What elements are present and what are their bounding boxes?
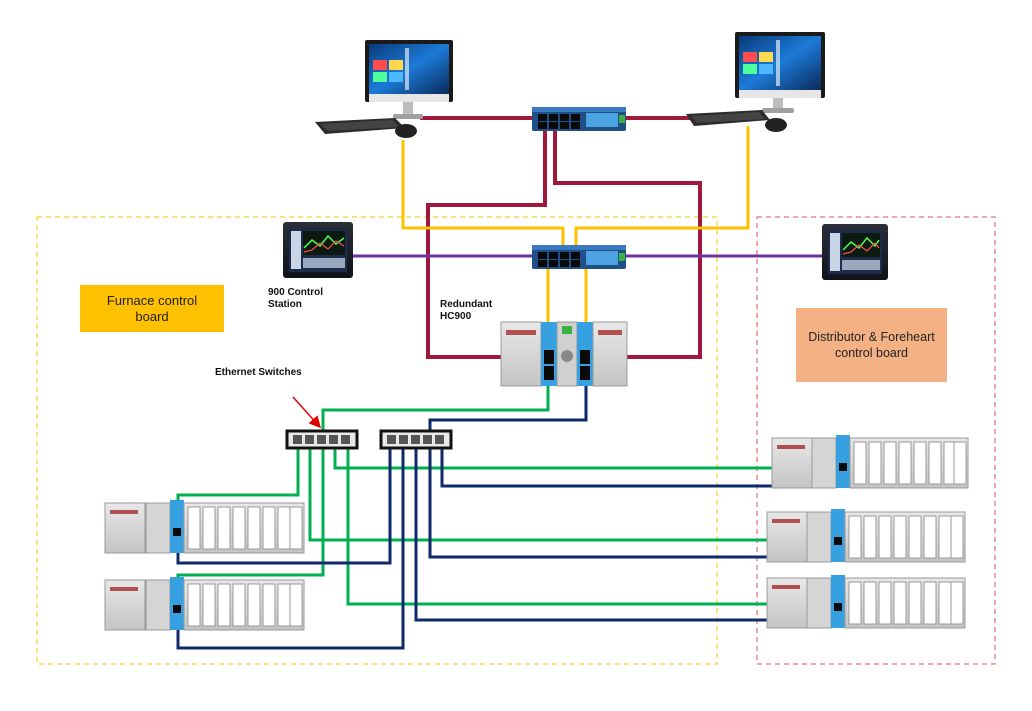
io-rack-icon	[104, 577, 305, 631]
arrow-icon	[292, 396, 322, 429]
station-label-line2: Station	[268, 299, 302, 310]
monitor-icon	[735, 32, 825, 113]
keyboard-icon	[315, 118, 405, 134]
cables-yellow	[401, 126, 750, 325]
keyboard-icon	[686, 110, 770, 126]
workstation-left	[315, 40, 453, 138]
mouse-icon	[765, 118, 787, 132]
ethernet-switch-icon	[532, 107, 626, 131]
cables-green	[176, 380, 835, 606]
distributor-label-line1: Distributor & Foreheart	[808, 330, 935, 344]
touch-panel-icon	[822, 224, 888, 280]
io-rack-icon	[766, 575, 966, 629]
furnace-control-board-label: Furnace control board	[80, 285, 224, 332]
ethernet-switches-label: Ethernet Switches	[215, 367, 302, 378]
hc900-controller-icon	[500, 321, 628, 387]
distributor-label-line2: control board	[835, 346, 908, 360]
touch-panel-icon	[283, 222, 353, 278]
mouse-icon	[395, 124, 417, 138]
control-station-label: 900 Control Station	[268, 287, 323, 311]
redundant-label-line2: HC900	[440, 311, 472, 322]
ethernet-switch-icon	[532, 245, 626, 269]
ethernet-switch-icon	[285, 429, 359, 450]
io-rack-icon	[771, 435, 969, 489]
io-rack-icon	[766, 509, 966, 563]
furnace-label-line2: board	[135, 308, 169, 324]
io-rack-icon	[104, 500, 305, 554]
redundant-label-line1: Redundant	[440, 299, 493, 310]
workstation-right	[686, 32, 825, 132]
distributor-zone-boundary	[756, 216, 996, 665]
redundant-hc900-label: Redundant HC900	[440, 299, 492, 323]
station-label-line1: 900 Control	[268, 287, 324, 298]
furnace-label-line1: Furnace control	[106, 292, 198, 308]
monitor-icon	[365, 40, 453, 119]
cables-red	[420, 116, 702, 359]
furnace-zone-boundary	[36, 216, 718, 665]
cables-navy	[176, 380, 840, 650]
ethernet-switch-icon	[379, 429, 453, 450]
distributor-foreheart-board-label: Distributor & Foreheart control board	[796, 308, 947, 382]
